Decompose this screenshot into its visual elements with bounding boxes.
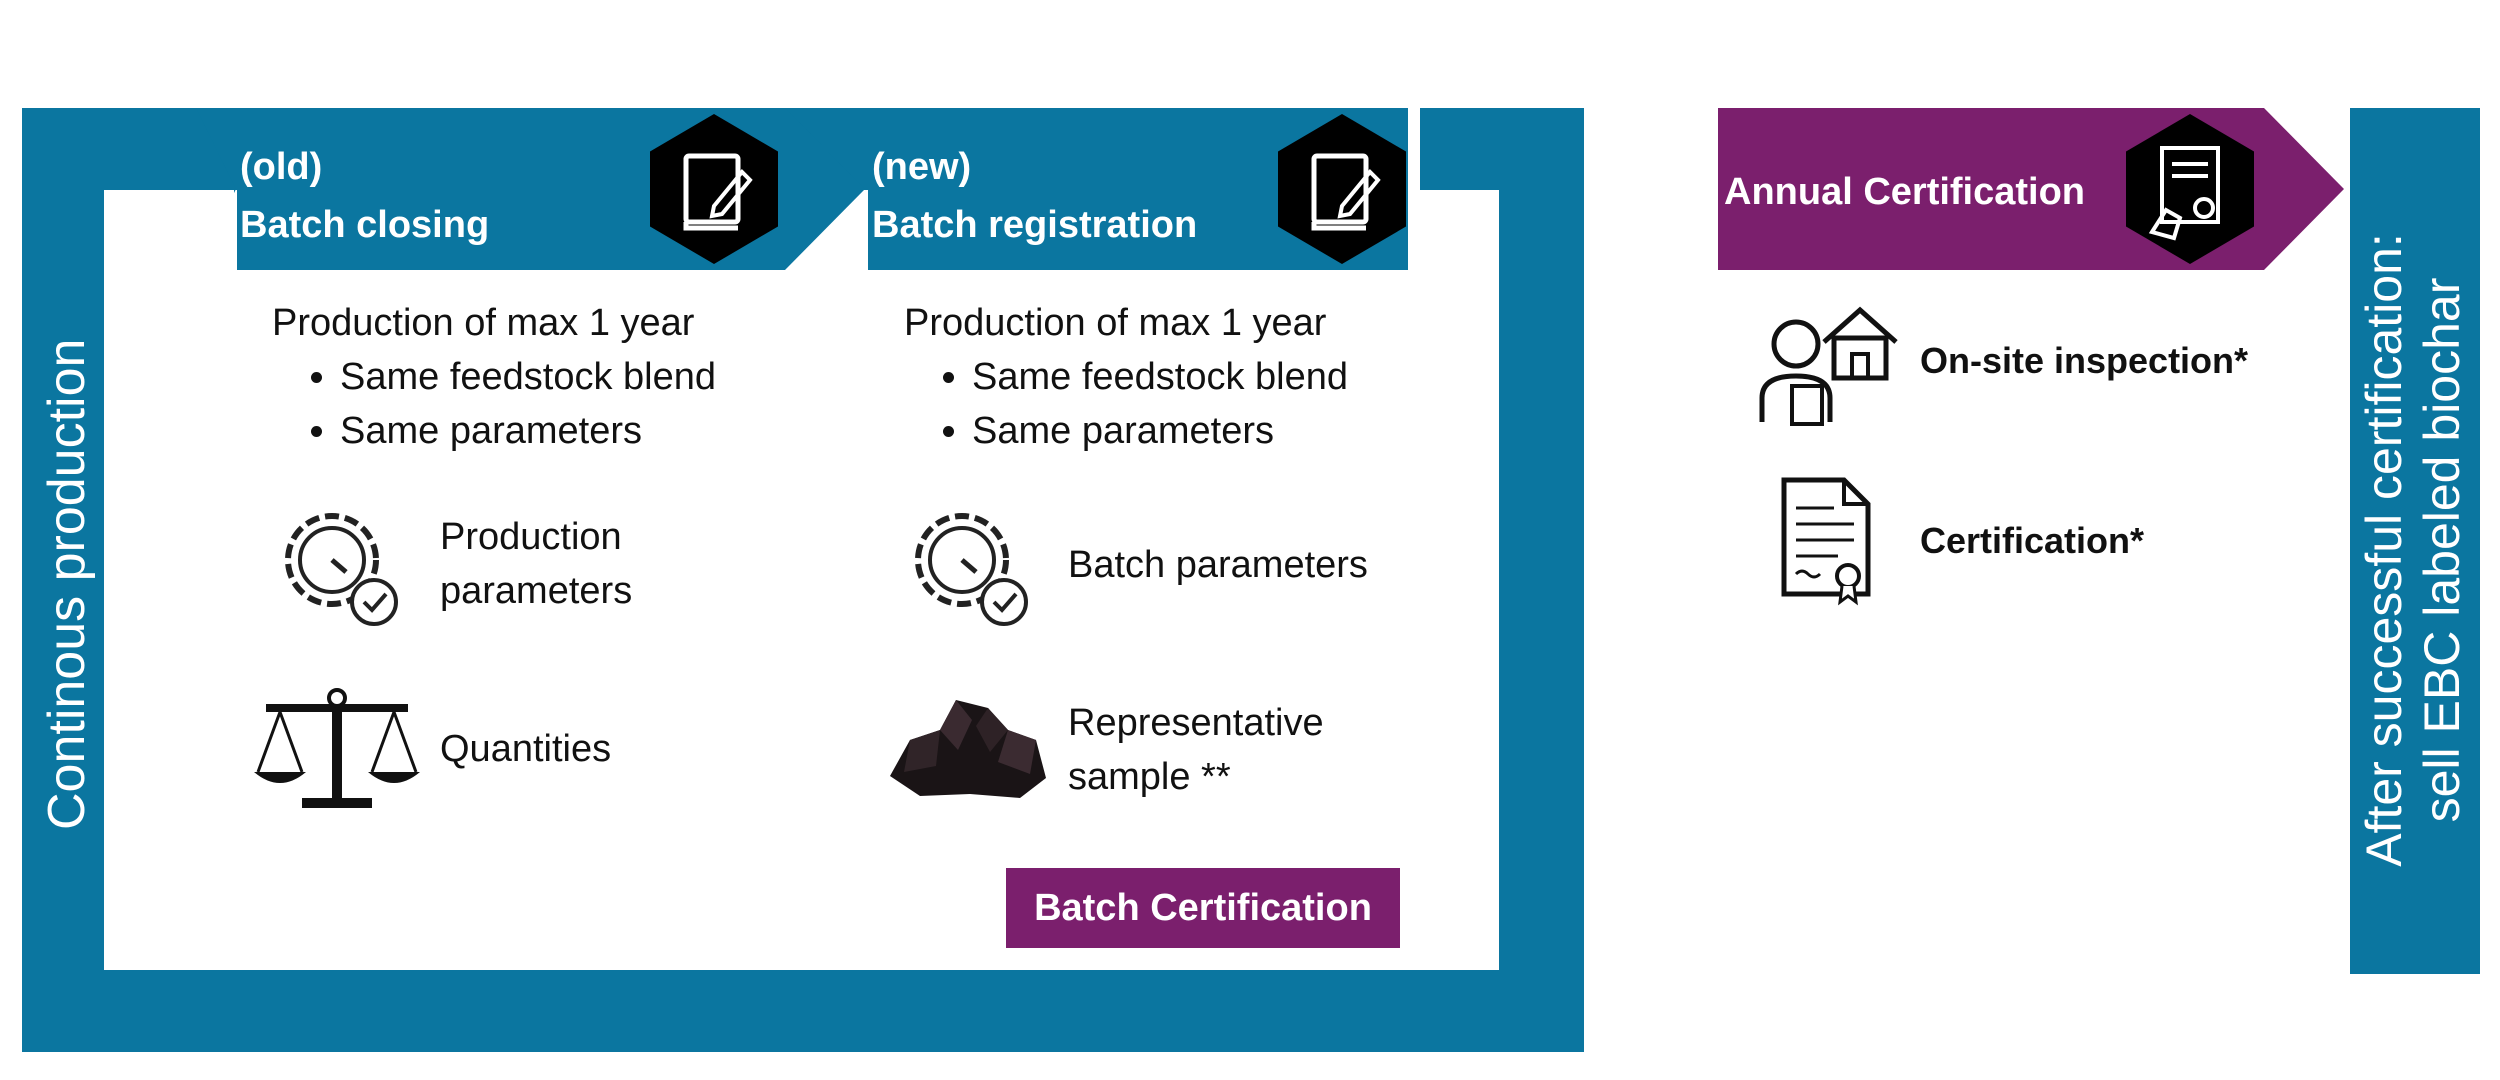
inspector-house-icon <box>1759 306 1898 426</box>
notebook-pen-icon <box>1278 114 1406 264</box>
gear-gauge-icon <box>915 513 1028 626</box>
new-item1: Batch parameters <box>1068 544 1368 586</box>
bullet-item: Same parameters <box>340 404 716 458</box>
annual-certification-title: Annual Certification <box>1724 171 2086 213</box>
sell-biochar-banner <box>2350 108 2480 974</box>
certification-label: Certification* <box>1920 520 2145 561</box>
certificate-document-icon <box>1781 477 1871 606</box>
gear-gauge-icon <box>285 513 398 626</box>
production-loop-inner <box>104 190 1499 970</box>
old-batch-intro: Production of max 1 year <box>272 302 695 344</box>
bullet-item: Same parameters <box>972 404 1348 458</box>
on-site-inspection-label: On-site inspection* <box>1920 340 2249 381</box>
old-batch-bullets: Same feedstock blend Same parameters <box>272 350 716 458</box>
batch-certification-button[interactable]: Batch Certification <box>1006 868 1400 948</box>
new-batch-title: Batch registration <box>872 204 1198 246</box>
new-item2-line1: Representative <box>1068 702 1324 744</box>
bullet-item: Same feedstock blend <box>972 350 1348 404</box>
continuous-production-label: Continous production <box>38 338 96 830</box>
new-batch-tag: (new) <box>872 146 972 188</box>
sell-banner-line1: After successful certification: <box>2356 233 2412 867</box>
old-batch-title: Batch closing <box>240 204 490 246</box>
new-batch-bullets: Same feedstock blend Same parameters <box>904 350 1348 458</box>
bullet-item: Same feedstock blend <box>340 350 716 404</box>
old-item1-line2: parameters <box>440 570 633 612</box>
sell-banner-line2: sell EBC labeled biochar <box>2414 277 2470 823</box>
old-batch-tag: (old) <box>240 146 323 188</box>
new-batch-intro: Production of max 1 year <box>904 302 1327 344</box>
old-item2: Quantities <box>440 728 612 770</box>
balance-scale-icon <box>254 688 420 808</box>
old-item1-line1: Production <box>440 516 622 558</box>
new-item2-line2: sample ** <box>1068 756 1231 798</box>
biochar-sample-icon <box>890 700 1046 798</box>
